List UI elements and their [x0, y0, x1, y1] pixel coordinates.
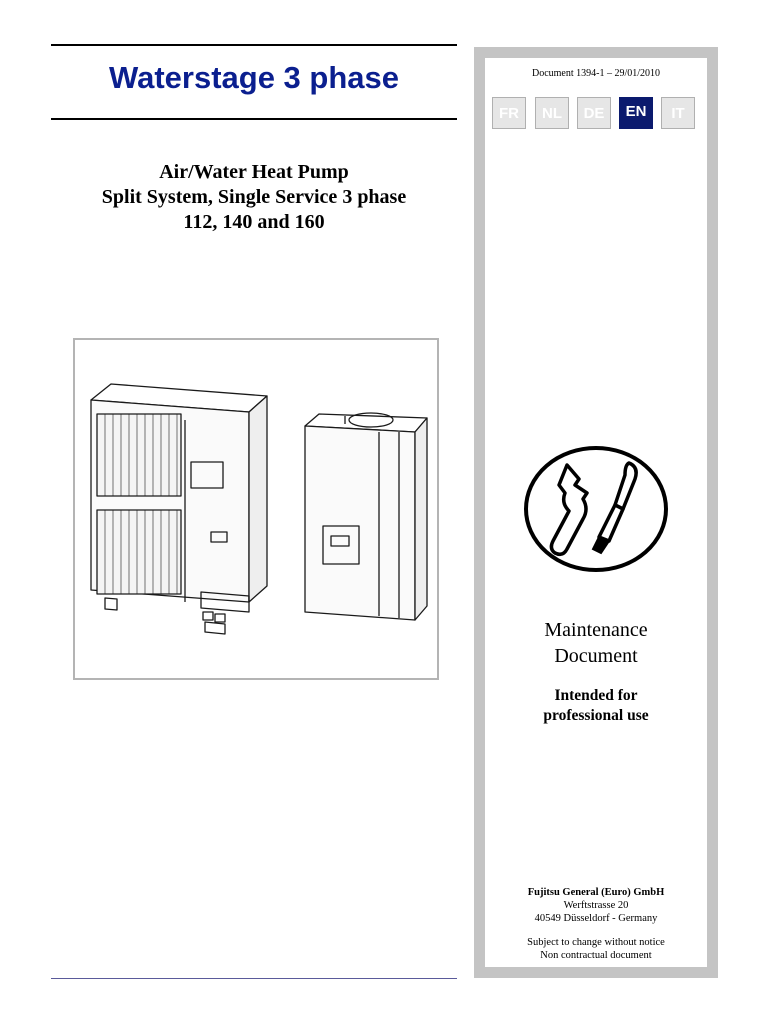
maintenance-line-1: Maintenance — [544, 619, 648, 641]
company-city: 40549 Düsseldorf - Germany — [534, 913, 658, 924]
language-tab-de[interactable]: DE — [577, 97, 611, 129]
language-tab-fr[interactable]: FR — [492, 97, 526, 129]
title-rule — [51, 118, 457, 120]
intended-use-note: Intended for professional use — [485, 686, 707, 726]
company-name: Fujitsu General (Euro) GmbH — [527, 887, 665, 898]
intended-line-2: professional use — [543, 707, 649, 724]
maintenance-line-2: Document — [554, 645, 638, 667]
company-address: Fujitsu General (Euro) GmbH Werftstrasse… — [485, 886, 707, 925]
company-street: Werftstrasse 20 — [563, 900, 629, 911]
outdoor-unit-drawing — [90, 383, 268, 635]
language-tab-it[interactable]: IT — [661, 97, 695, 129]
subtitle-line-2: Split System, Single Service 3 phase — [101, 186, 407, 208]
product-subtitle: Air/Water Heat Pump Split System, Single… — [51, 160, 457, 235]
legal-notice: Subject to change without notice Non con… — [485, 936, 707, 962]
footer-rule — [51, 978, 457, 979]
indoor-unit-drawing — [304, 412, 428, 621]
subtitle-line-3: 112, 140 and 160 — [183, 211, 325, 233]
document-title: Waterstage 3 phase — [108, 60, 400, 95]
notice-line-1: Subject to change without notice — [527, 937, 665, 948]
top-rule — [51, 44, 457, 46]
intended-line-1: Intended for — [554, 687, 638, 704]
wrench-and-screwdriver-icon — [524, 446, 668, 572]
document-reference: Document 1394-1 – 29/01/2010 — [531, 68, 661, 79]
language-tab-nl[interactable]: NL — [535, 97, 569, 129]
heat-pump-units-icon — [90, 383, 428, 635]
maintenance-heading: Maintenance Document — [485, 617, 707, 669]
language-selector: FR NL DE EN IT — [492, 97, 702, 131]
subtitle-line-1: Air/Water Heat Pump — [159, 161, 349, 183]
notice-line-2: Non contractual document — [540, 950, 652, 961]
language-tab-en[interactable]: EN — [619, 97, 653, 129]
product-figure — [73, 338, 439, 680]
